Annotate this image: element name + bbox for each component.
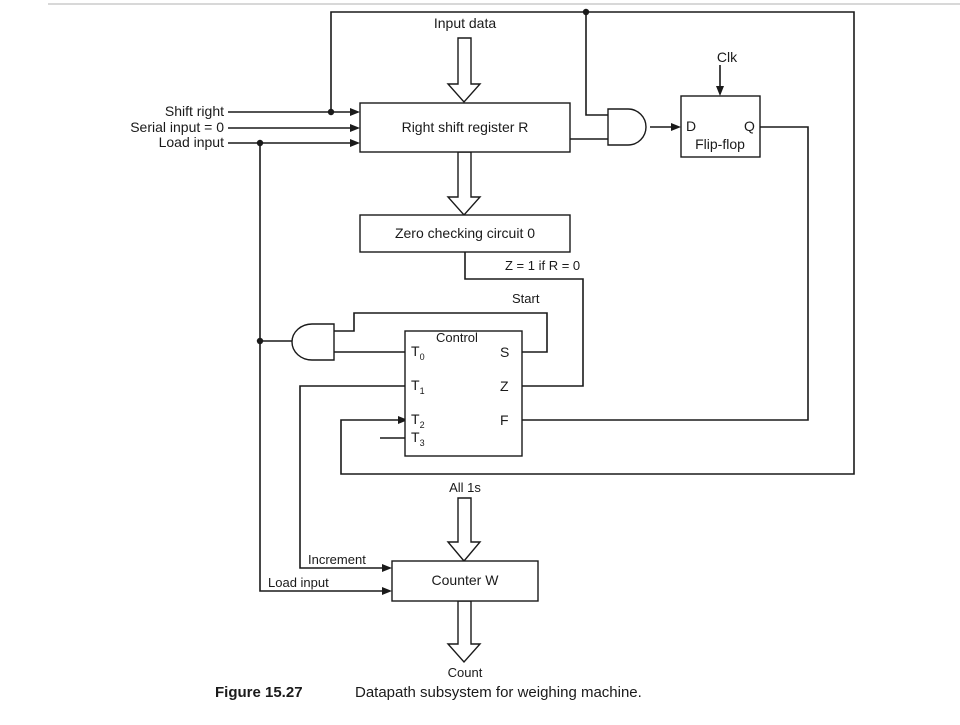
- bus-count: [446, 600, 482, 664]
- label-control: Control: [436, 330, 478, 345]
- label-t3: T3: [411, 429, 425, 448]
- label-z: Z: [500, 378, 509, 394]
- wire-top-loop: [330, 11, 855, 475]
- label-load-input: Load input: [159, 134, 225, 150]
- junction-load-input: [256, 139, 264, 147]
- label-serial-input: Serial input = 0: [130, 119, 224, 135]
- arrowheads: [350, 86, 724, 595]
- wire-zero-to-z: [464, 252, 584, 387]
- bus-arrows: [446, 37, 482, 664]
- label-zero-condition: Z = 1 if R = 0: [505, 258, 580, 273]
- label-start: Start: [512, 291, 540, 306]
- arrow-clk: [716, 86, 724, 96]
- counter-box: [391, 560, 539, 602]
- caption-number: Figure 15.27: [215, 684, 303, 701]
- control-box: [404, 330, 523, 457]
- junction-load-control: [256, 337, 264, 345]
- label-increment: Increment: [308, 552, 366, 567]
- arrow-shift-right: [350, 108, 360, 116]
- flip-flop-box: [680, 95, 761, 158]
- label-count: Count: [448, 665, 483, 680]
- and-gate-control: [291, 323, 335, 361]
- zero-checking-box: [359, 214, 571, 253]
- label-flip-flop: Flip-flop: [695, 136, 745, 152]
- wire-and-top-input: [585, 12, 608, 116]
- label-s: S: [500, 344, 509, 360]
- bus-input-data: [446, 37, 482, 104]
- junction-shift-right: [327, 108, 335, 116]
- arrow-d: [671, 123, 681, 131]
- label-counter: Counter W: [432, 572, 500, 588]
- label-ff-d: D: [686, 118, 696, 134]
- label-t2: T2: [411, 411, 425, 430]
- label-shift-register: Right shift register R: [402, 119, 529, 135]
- label-zero-circuit: Zero checking circuit 0: [395, 225, 535, 241]
- arrow-t2: [398, 416, 408, 424]
- wire-t1-to-increment: [299, 385, 405, 569]
- label-t1: T1: [411, 377, 425, 396]
- bus-register-to-zero: [446, 151, 482, 217]
- wires: [228, 11, 855, 592]
- arrow-counter-load: [382, 587, 392, 595]
- caption-text: Datapath subsystem for weighing machine.: [355, 684, 642, 701]
- label-all-1s: All 1s: [449, 480, 481, 495]
- label-clk: Clk: [717, 49, 738, 65]
- label-shift-right: Shift right: [165, 103, 224, 119]
- wire-load-to-counter: [259, 143, 384, 592]
- label-load-input-counter: Load input: [268, 575, 329, 590]
- wire-s-feedback: [330, 312, 548, 353]
- label-ff-q: Q: [744, 118, 755, 134]
- label-input-data: Input data: [434, 15, 496, 31]
- and-gate-flipflop: [607, 108, 647, 146]
- bus-all-1s: [446, 497, 482, 563]
- arrow-increment: [382, 564, 392, 572]
- junction-top-rail: [582, 8, 590, 16]
- label-f: F: [500, 412, 509, 428]
- wire-q-to-f: [522, 126, 809, 421]
- arrow-load-input: [350, 139, 360, 147]
- arrow-serial-input: [350, 124, 360, 132]
- shift-register-box: [359, 102, 571, 153]
- label-t0: T0: [411, 343, 425, 362]
